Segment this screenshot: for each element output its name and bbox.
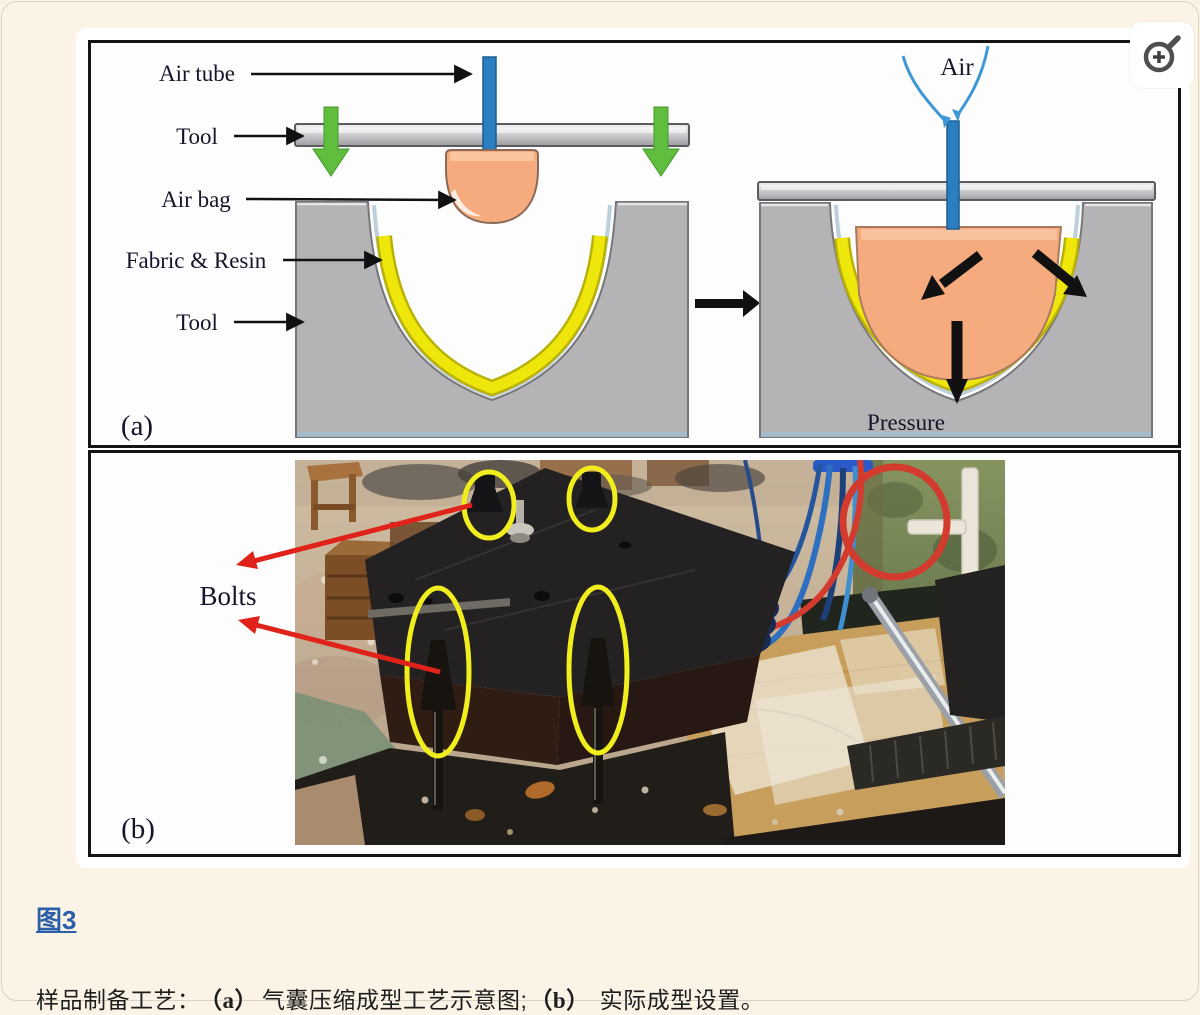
caption-text-b: 实际成型设置。 bbox=[599, 987, 765, 1013]
caption-marker-a: （a） bbox=[210, 988, 258, 1013]
highlight-ellipse bbox=[566, 465, 618, 533]
bolts-arrowhead bbox=[238, 616, 260, 634]
bolt bbox=[467, 474, 503, 512]
airbag-molding-schematic: Air tube Tool Air bag Fabric & Resin Too… bbox=[121, 45, 1156, 442]
fabric-resin-label: Fabric & Resin bbox=[126, 248, 267, 273]
process-arrow-icon bbox=[695, 290, 760, 317]
block-base-edge bbox=[297, 432, 687, 437]
highlight-ellipse bbox=[404, 585, 472, 759]
center-screw bbox=[506, 500, 534, 543]
pressure-arrowhead bbox=[946, 379, 968, 404]
panel-b-tag: (b) bbox=[121, 813, 155, 845]
air-bag-label: Air bag bbox=[161, 187, 231, 212]
pressure-arrows bbox=[921, 249, 1087, 404]
air-tube-shape bbox=[482, 56, 497, 155]
pressure-arrow-icon bbox=[1031, 249, 1077, 288]
press-frame bbox=[935, 565, 1005, 722]
bolt bbox=[420, 640, 456, 810]
air-label: Air bbox=[940, 54, 974, 81]
mold-block bbox=[295, 201, 689, 438]
air-bag-highlight bbox=[861, 229, 1057, 240]
caption-marker-b: （b） bbox=[529, 988, 590, 1013]
red-hose-coil bbox=[839, 463, 951, 581]
diagram-pressurized-state: Air Pressure bbox=[757, 45, 1156, 438]
air-bag-pointer bbox=[245, 190, 457, 210]
figure-caption: 样品制备工艺： （a）气囊压缩成型工艺示意图;（b） 实际成型设置。 bbox=[36, 981, 1166, 1015]
wood-scrap bbox=[295, 775, 365, 845]
down-arrow-icon bbox=[642, 106, 680, 177]
tool-bottom-label: Tool bbox=[176, 310, 218, 335]
tool-top-label: Tool bbox=[176, 124, 218, 149]
press-direction-arrows bbox=[312, 106, 680, 177]
wooden-stool bbox=[307, 462, 363, 530]
table-debris bbox=[421, 781, 844, 835]
bolts-label: Bolts bbox=[199, 581, 256, 611]
molding-setup-photo-panel: Bolts (b) bbox=[121, 460, 1005, 845]
setup-photo bbox=[295, 460, 1005, 845]
zoom-button[interactable] bbox=[1130, 22, 1194, 88]
threaded-roller bbox=[847, 716, 1005, 790]
diagram-initial-state: Air tube Tool Air bag Fabric & Resin Too… bbox=[126, 56, 690, 438]
table-surface bbox=[295, 732, 1005, 845]
block-base-edge bbox=[761, 432, 1151, 437]
air-bag-highlight bbox=[450, 152, 534, 161]
fabric-resin-liner bbox=[378, 235, 606, 394]
air-tube-label: Air tube bbox=[159, 61, 235, 86]
mold-plate bbox=[365, 468, 795, 810]
air-flow-curves bbox=[901, 45, 990, 128]
panel-a-tag: (a) bbox=[121, 410, 153, 442]
plate-holes bbox=[388, 541, 631, 604]
bolts-pointer bbox=[255, 622, 441, 675]
highlight-ellipse bbox=[566, 584, 630, 756]
air-bag-shape bbox=[445, 149, 539, 225]
channel-slot bbox=[368, 598, 510, 618]
air-tube-shape bbox=[946, 120, 960, 230]
pressure-label: Pressure bbox=[867, 410, 945, 435]
pressure-arrow-icon bbox=[938, 251, 984, 288]
pressure-arrowhead bbox=[921, 275, 945, 300]
bolts-annotation: Bolts bbox=[199, 502, 473, 675]
bolt bbox=[575, 472, 609, 508]
magnifier-plus-icon bbox=[1143, 35, 1181, 73]
caption-prefix: 样品制备工艺： bbox=[36, 987, 201, 1013]
bolts-pointer bbox=[253, 502, 473, 564]
figure-link[interactable]: 图3 bbox=[36, 905, 77, 935]
caption-text-a: 气囊压缩成型工艺示意图; bbox=[262, 987, 528, 1013]
bolts-arrowhead bbox=[236, 551, 258, 569]
pressure-arrowhead bbox=[1063, 275, 1087, 297]
down-arrow-icon bbox=[312, 106, 350, 177]
